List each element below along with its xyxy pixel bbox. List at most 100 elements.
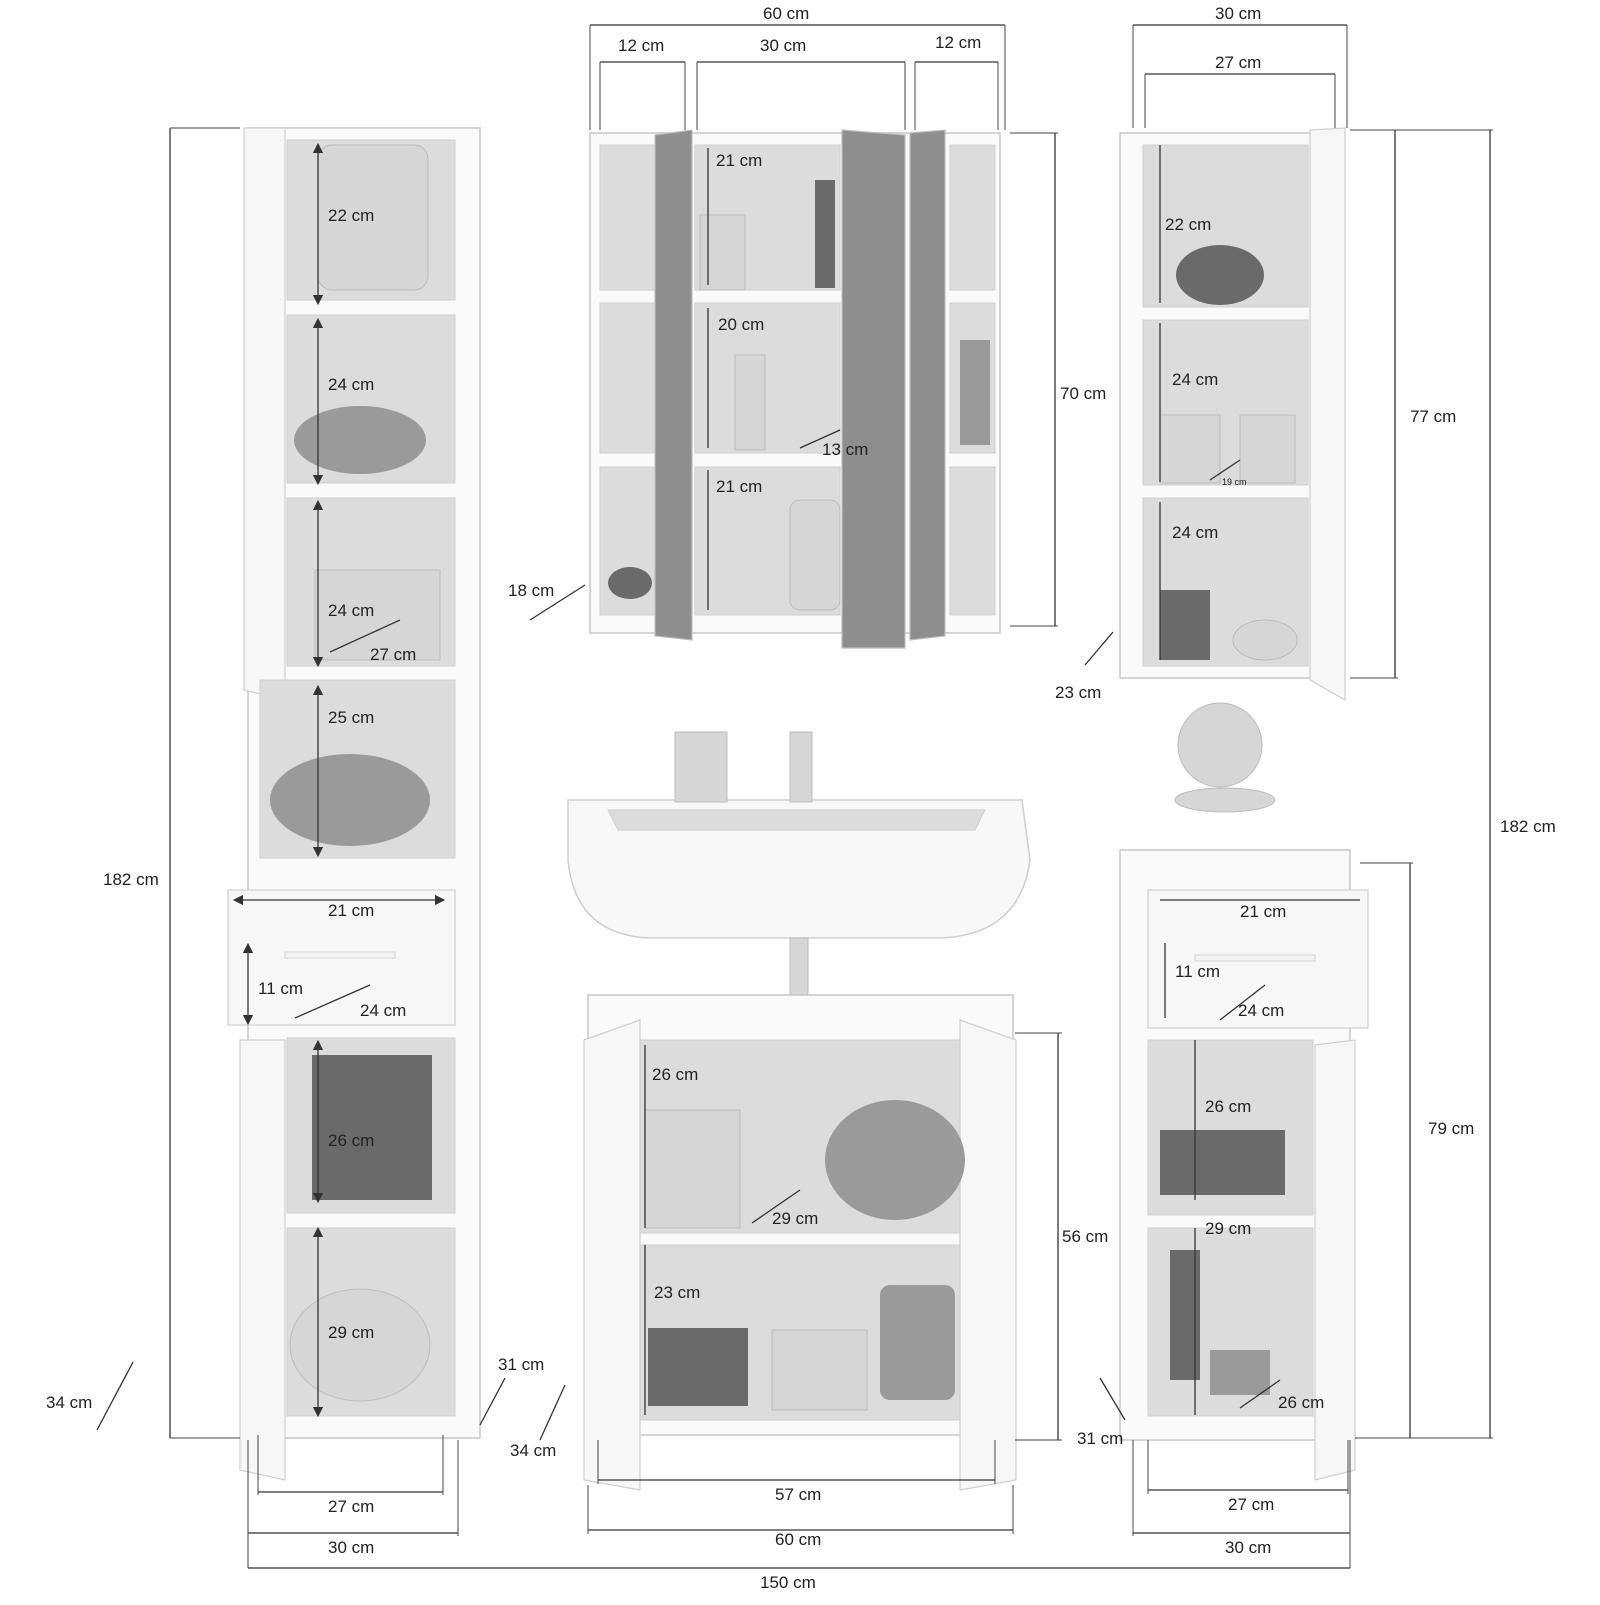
- washbasin: [567, 799, 1031, 939]
- wall-width-label: 30 cm: [1215, 4, 1261, 23]
- mirror-left-shelf-1: [599, 144, 661, 291]
- side-cabinet-door: [1314, 1039, 1356, 1481]
- rolled-towels-item: [270, 754, 430, 846]
- mirror-height-label: 70 cm: [1060, 384, 1106, 403]
- tall-shelf-3-label: 24 cm: [328, 601, 374, 620]
- tall-lower-2-label: 29 cm: [328, 1323, 374, 1342]
- overall-height-label: 182 cm: [1500, 817, 1556, 836]
- mirror-left-shelf-2: [599, 302, 661, 454]
- tall-shelf-4-label: 25 cm: [328, 708, 374, 727]
- storage-box-item: [312, 1055, 432, 1200]
- vanity-depth-label: 34 cm: [510, 1441, 556, 1460]
- cosmetic-tubes-item: [960, 340, 990, 445]
- stones-item: [608, 567, 652, 599]
- tall-cabinet: [227, 127, 481, 1481]
- tissue-box-item: [771, 1329, 868, 1411]
- washbasin-bowl: [607, 809, 986, 831]
- mirror-shelf-1-label: 21 cm: [716, 151, 762, 170]
- side-depth-line: [1099, 1377, 1126, 1421]
- tall-inner-depth-line: [479, 1377, 506, 1426]
- wall-height-label: 77 cm: [1410, 407, 1456, 426]
- mirror-door-right: [909, 129, 946, 641]
- side-cabinet: [1119, 702, 1369, 1481]
- wall-cabinet-door: [1309, 127, 1346, 702]
- vanity-door-right: [959, 1019, 1017, 1491]
- vanity-outer-width-label: 60 cm: [775, 1530, 821, 1549]
- side-drawer-depth-label: 24 cm: [1238, 1001, 1284, 1020]
- brush-bag-item: [825, 1100, 965, 1220]
- sponge-item: [1176, 245, 1264, 305]
- swab-jar-item: [1210, 1350, 1270, 1395]
- toothbrush-cup: [674, 731, 728, 803]
- vanity-inner-width-label: 57 cm: [775, 1485, 821, 1504]
- tall-lower-1-label: 26 cm: [328, 1131, 374, 1150]
- vanity-upper-height-label: 26 cm: [652, 1065, 698, 1084]
- wall-cabinet: [1119, 127, 1346, 702]
- lotion-bottle-item: [734, 354, 766, 451]
- tall-shelf-1-label: 22 cm: [328, 206, 374, 225]
- mirror-center-shelf-2: [694, 302, 841, 454]
- tall-shelf-3-width-label: 27 cm: [370, 645, 416, 664]
- mirror-cabinet: [589, 129, 1001, 649]
- vanity-unit: [567, 731, 1031, 1491]
- towel-item: [294, 406, 426, 474]
- tall-drawer-height-label: 11 cm: [258, 979, 303, 998]
- side-shelf-2-label: 29 cm: [1205, 1219, 1251, 1238]
- table-mirror-item: [1177, 702, 1263, 788]
- tall-depth-line: [96, 1361, 134, 1431]
- wall-depth-line: [1084, 631, 1114, 666]
- mirror-depth-line: [529, 584, 586, 621]
- side-shelf-depth-line: [1239, 1379, 1281, 1409]
- bag-item: [289, 1288, 431, 1402]
- tall-drawer-depth-line: [294, 984, 371, 1019]
- wall-shelf-1-label: 22 cm: [1165, 215, 1211, 234]
- hairbrush-item: [1174, 787, 1276, 813]
- vanity-height-label: 56 cm: [1062, 1227, 1108, 1246]
- mirror-shelf-depth-label: 13 cm: [822, 440, 868, 459]
- vanity-upper-depth-label: 29 cm: [772, 1209, 818, 1228]
- vanity-depth-inner-line: [751, 1189, 801, 1224]
- jar-item: [789, 499, 841, 611]
- side-shelf-1-label: 26 cm: [1205, 1097, 1251, 1116]
- faucet: [789, 731, 813, 803]
- mirror-right-shelf-3: [949, 466, 996, 616]
- total-width-label: 150 cm: [760, 1573, 816, 1592]
- tall-cabinet-upper-door: [243, 127, 286, 701]
- wall-depth-label: 23 cm: [1055, 683, 1101, 702]
- tall-drawer-depth-label: 24 cm: [360, 1001, 406, 1020]
- cotton-pad-jar-item: [1239, 414, 1296, 484]
- tall-inner-width-label: 27 cm: [328, 1497, 374, 1516]
- tall-drawer-width-label: 21 cm: [328, 901, 374, 920]
- mirror-right-shelf-1: [949, 144, 996, 291]
- tall-shelf-3-depth-line: [329, 619, 401, 653]
- side-shelf-2-depth-label: 26 cm: [1278, 1393, 1324, 1412]
- wall-shelf-3-label: 24 cm: [1172, 523, 1218, 542]
- brush-cup-item: [1160, 590, 1210, 660]
- side-drawer-width-label: 21 cm: [1240, 902, 1286, 921]
- side-drawer-handle: [1194, 954, 1316, 962]
- bottle-item: [815, 180, 835, 288]
- mirror-shelf-3-label: 21 cm: [716, 477, 762, 496]
- side-outer-width-label: 30 cm: [1225, 1538, 1271, 1557]
- side-drawer-depth-line: [1219, 984, 1266, 1021]
- vanity-towel-item: [648, 1328, 748, 1406]
- wall-shelf-depth-line: [1209, 459, 1241, 481]
- wall-shelf-2-label: 24 cm: [1172, 370, 1218, 389]
- tall-drawer-handle: [284, 951, 396, 959]
- candle-jar-item: [880, 1285, 955, 1400]
- wall-shelf-2-depth-label: 19 cm: [1222, 477, 1247, 487]
- side-height-label: 79 cm: [1428, 1119, 1474, 1138]
- mirror-center-width-label: 30 cm: [760, 36, 806, 55]
- side-depth-label: 31 cm: [1077, 1429, 1123, 1448]
- vanity-basket-item: [644, 1109, 741, 1229]
- mirror-width-label: 60 cm: [763, 4, 809, 23]
- side-towels-item: [1160, 1130, 1285, 1195]
- mirror-shelf-depth-line: [799, 429, 841, 449]
- mirror-left-width-label: 12 cm: [618, 36, 664, 55]
- side-inner-width-label: 27 cm: [1228, 1495, 1274, 1514]
- tall-height-label: 182 cm: [103, 870, 159, 889]
- mirror-right-width-label: 12 cm: [935, 33, 981, 52]
- side-drawer-height-label: 11 cm: [1175, 962, 1220, 981]
